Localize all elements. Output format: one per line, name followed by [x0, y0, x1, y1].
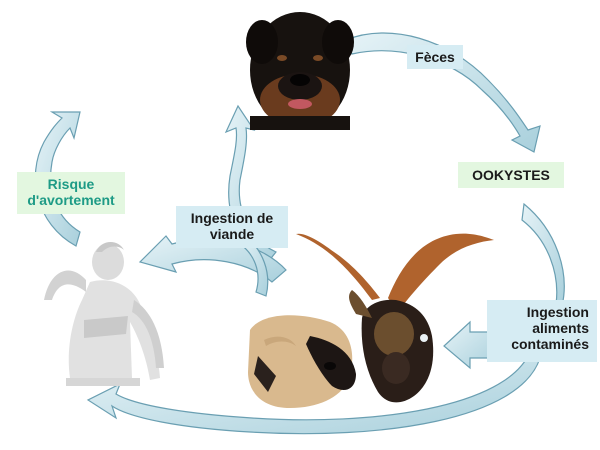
arrow-oocysts-to-herbivores	[521, 202, 565, 307]
arrow-meat-curl	[239, 235, 269, 297]
dog-head-image	[246, 12, 354, 130]
label-oocysts: OOKYSTES	[458, 162, 564, 188]
goat-head-image	[296, 233, 494, 403]
sheep-head-image	[248, 315, 356, 408]
label-food-ingestion: Ingestion aliments contaminés	[487, 300, 597, 362]
label-feces: Fèces	[407, 45, 463, 69]
arrow-bottom-to-statue	[86, 351, 541, 435]
statue-image	[44, 241, 164, 386]
label-meat-ingestion: Ingestion de viande	[176, 206, 288, 248]
label-abortion-risk: Risque d'avortement	[17, 172, 125, 214]
